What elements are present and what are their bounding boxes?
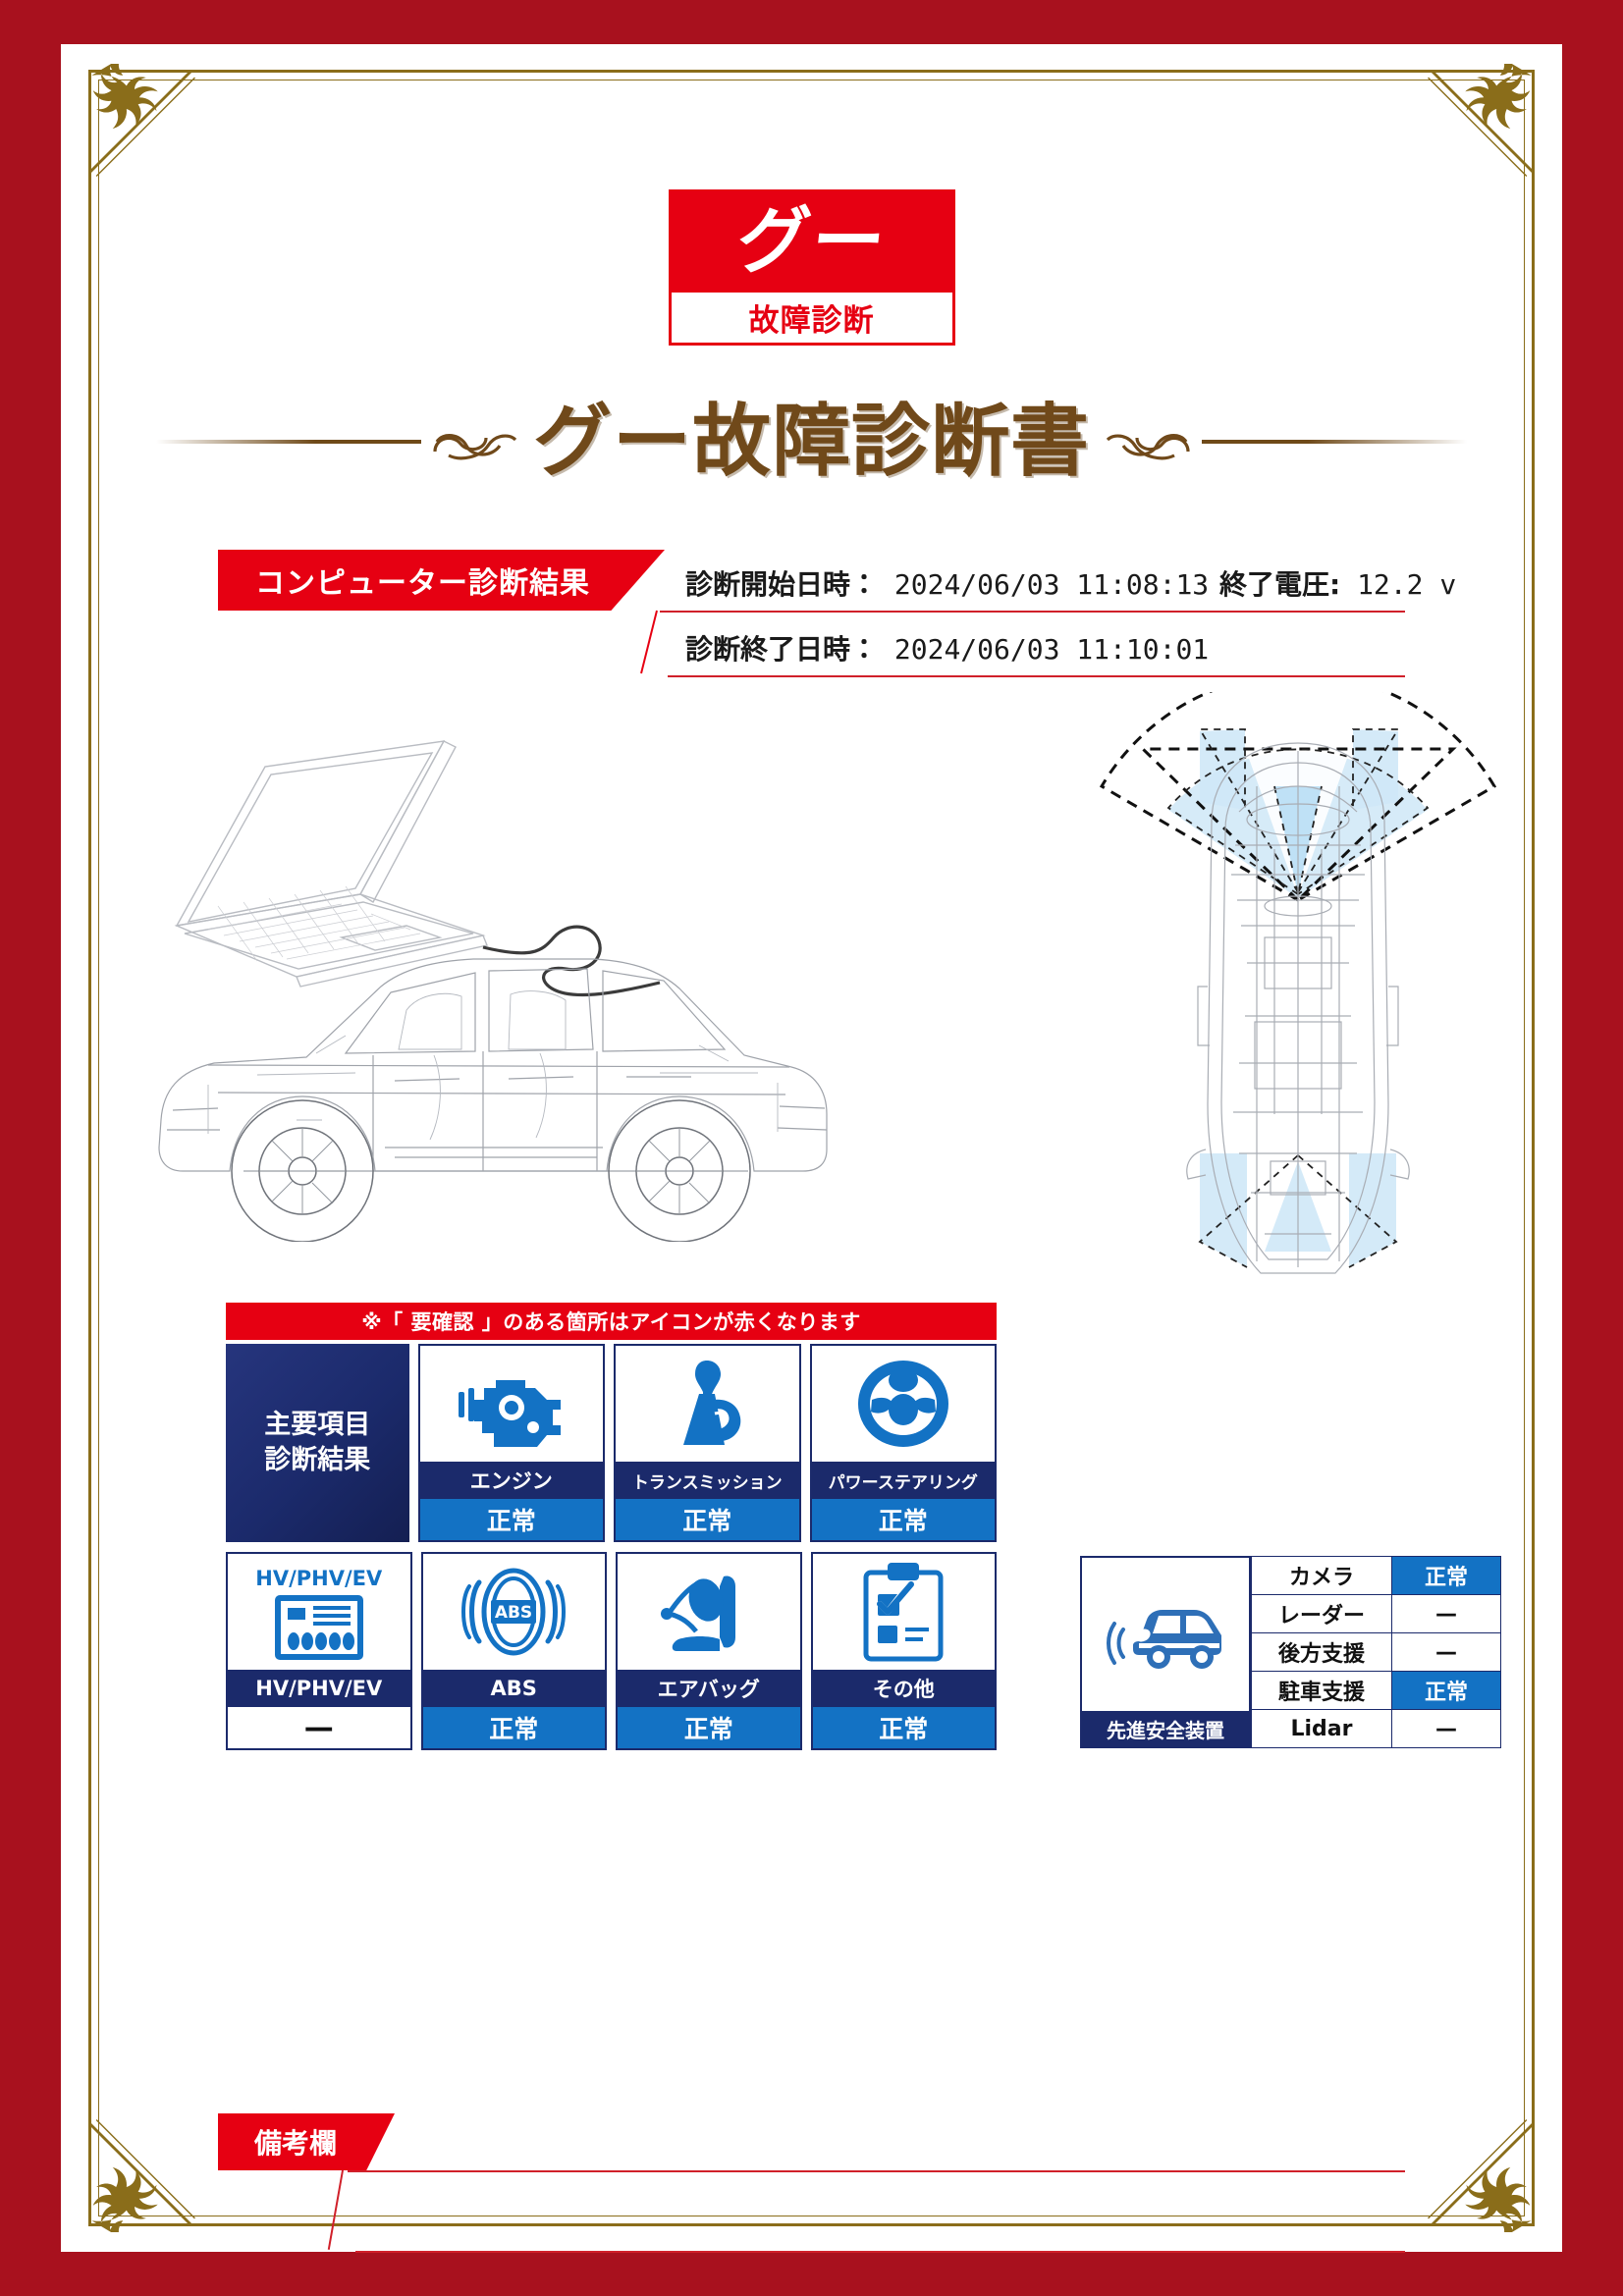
vehicle-side-wireframe bbox=[158, 958, 828, 1242]
table-row[interactable]: 後方支援 — bbox=[1251, 1632, 1501, 1672]
result-card-status: 正常 bbox=[419, 1499, 603, 1540]
ornament-corner-top-right-icon bbox=[1428, 64, 1535, 177]
remarks-tag-slash bbox=[327, 2169, 344, 2250]
flourish-right-icon bbox=[1106, 434, 1190, 460]
diagnosis-end-value: 2024/06/03 11:10:01 bbox=[893, 633, 1210, 666]
result-card-status: 正常 bbox=[616, 1499, 799, 1540]
result-card-name: エアバッグ bbox=[618, 1670, 800, 1707]
diagnosis-start-row: 診断開始日時： 2024/06/03 11:08:13 bbox=[685, 563, 1209, 603]
sensor-cone-outlines bbox=[1099, 692, 1497, 903]
table-row[interactable]: Lidar — bbox=[1251, 1709, 1501, 1748]
advanced-safety-section: 先進安全装置 カメラ 正常 レーダー — 後方支援 — bbox=[1080, 1556, 1501, 1748]
steering-icon bbox=[812, 1346, 996, 1462]
main-results-panel: 主要項目 診断結果 bbox=[226, 1344, 409, 1542]
remarks-content[interactable] bbox=[355, 2176, 1405, 2247]
diagnosis-end-label: 診断終了日時： bbox=[685, 633, 879, 666]
results-row-2: HV/PHV/EV bbox=[226, 1552, 997, 1750]
main-results-panel-line1: 主要項目 bbox=[264, 1409, 371, 1440]
result-card-name: ABS bbox=[422, 1670, 605, 1707]
vehicle-illustration-area bbox=[149, 692, 1602, 1595]
main-results-grid: ※「 要確認 」のある箇所はアイコンが赤くなります 主要項目 診断結果 bbox=[226, 1303, 997, 1750]
computer-diagnosis-label: コンピューター診断結果 bbox=[255, 566, 590, 601]
transmission-icon bbox=[616, 1346, 799, 1462]
safety-row-status: 正常 bbox=[1391, 1671, 1501, 1710]
result-card-name: パワーステアリング bbox=[811, 1462, 995, 1499]
safety-row-name: 駐車支援 bbox=[1251, 1671, 1392, 1710]
logo-mark-text: グー bbox=[731, 198, 892, 284]
ornament-corner-top-left-icon bbox=[88, 64, 195, 177]
result-card-other[interactable]: その他 正常 bbox=[810, 1552, 997, 1750]
result-card-status: 正常 bbox=[422, 1707, 605, 1748]
diagnosis-end-row: 診断終了日時： 2024/06/03 11:10:01 bbox=[685, 628, 1209, 667]
result-card-status: 正常 bbox=[812, 1707, 995, 1748]
result-card-status: 正常 bbox=[811, 1499, 995, 1540]
car-top-body bbox=[1186, 742, 1410, 1274]
remarks-section: 備考欄 bbox=[61, 2106, 1562, 2292]
safety-row-name: レーダー bbox=[1251, 1594, 1392, 1633]
table-row[interactable]: レーダー — bbox=[1251, 1594, 1501, 1633]
logo-subtitle-text: 故障診断 bbox=[748, 303, 875, 339]
logo-mark-block: グー bbox=[668, 189, 955, 293]
title-rule-right bbox=[1202, 440, 1467, 444]
result-card-name: HV/PHV/EV bbox=[228, 1670, 410, 1707]
remarks-rule-top bbox=[348, 2170, 1405, 2172]
safety-row-status: 正常 bbox=[1391, 1556, 1501, 1595]
hv-badge-text: HV/PHV/EV bbox=[255, 1567, 383, 1590]
logo-subtitle-block: 故障診断 bbox=[668, 293, 955, 346]
car-sensor-icon bbox=[1082, 1558, 1249, 1711]
end-voltage-label: 終了電圧: bbox=[1219, 568, 1341, 601]
result-card-status: — bbox=[228, 1707, 410, 1748]
result-card-name: トランスミッション bbox=[616, 1462, 799, 1499]
engine-icon bbox=[420, 1346, 604, 1462]
advanced-safety-label: 先進安全装置 bbox=[1082, 1711, 1249, 1746]
document-title-row: グー故障診断書 bbox=[61, 378, 1562, 506]
remarks-rule-bottom bbox=[355, 2251, 1405, 2253]
result-card-power-steering[interactable]: パワーステアリング 正常 bbox=[809, 1344, 997, 1542]
diagnosis-start-label: 診断開始日時： bbox=[685, 568, 879, 601]
vehicle-top-wireframe-sensors bbox=[1099, 692, 1497, 1274]
diagnostic-rule-bottom bbox=[668, 675, 1405, 677]
result-card-airbag[interactable]: エアバッグ 正常 bbox=[616, 1552, 802, 1750]
remarks-tag: 備考欄 bbox=[218, 2113, 395, 2170]
diagnostic-rule-top bbox=[660, 611, 1405, 613]
page-title: グー故障診断書 bbox=[533, 396, 1090, 487]
result-card-name: その他 bbox=[812, 1670, 995, 1707]
result-card-transmission[interactable]: トランスミッション 正常 bbox=[614, 1344, 801, 1542]
diagnostic-laptop-icon bbox=[174, 740, 661, 997]
svg-text:ABS: ABS bbox=[495, 1603, 532, 1623]
paper-sheet: グー 故障診断 グー故障診断書 bbox=[61, 44, 1562, 2253]
table-row[interactable]: カメラ 正常 bbox=[1251, 1556, 1501, 1595]
abs-icon: ABS bbox=[423, 1554, 606, 1670]
safety-row-name: 後方支援 bbox=[1251, 1632, 1392, 1672]
result-card-engine[interactable]: エンジン 正常 bbox=[417, 1344, 605, 1542]
end-voltage-row: 終了電圧: 12.2 v bbox=[1219, 563, 1456, 603]
safety-row-name: カメラ bbox=[1251, 1556, 1392, 1595]
results-note: ※「 要確認 」のある箇所はアイコンが赤くなります bbox=[226, 1303, 997, 1340]
result-card-hv-phv-ev[interactable]: HV/PHV/EV bbox=[226, 1552, 412, 1750]
safety-row-status: — bbox=[1391, 1709, 1501, 1748]
diagnosis-start-value: 2024/06/03 11:08:13 bbox=[893, 568, 1210, 601]
safety-row-name: Lidar bbox=[1251, 1709, 1392, 1748]
remarks-label: 備考欄 bbox=[253, 2127, 337, 2160]
main-results-panel-line2: 診断結果 bbox=[264, 1445, 371, 1475]
end-voltage-value: 12.2 v bbox=[1357, 568, 1457, 601]
battery-icon: HV/PHV/EV bbox=[228, 1554, 410, 1670]
results-row-1: 主要項目 診断結果 bbox=[226, 1344, 997, 1542]
safety-row-status: — bbox=[1391, 1594, 1501, 1633]
goo-logo: グー 故障診断 bbox=[668, 189, 955, 346]
result-card-status: 正常 bbox=[618, 1707, 800, 1748]
clipboard-icon bbox=[813, 1554, 996, 1670]
result-card-abs[interactable]: ABS ABS 正常 bbox=[420, 1552, 607, 1750]
result-card-name: エンジン bbox=[419, 1462, 603, 1499]
title-rule-left bbox=[156, 440, 421, 444]
airbag-icon bbox=[618, 1554, 800, 1670]
diagnostic-header-band: コンピューター診断結果 診断開始日時： 2024/06/03 11:08:13 … bbox=[61, 540, 1562, 687]
diagnostic-tag-slash bbox=[640, 610, 658, 674]
computer-diagnosis-tag: コンピューター診断結果 bbox=[218, 550, 665, 611]
advanced-safety-table: カメラ 正常 レーダー — 後方支援 — 駐車支援 正常 bbox=[1251, 1556, 1501, 1748]
safety-row-status: — bbox=[1391, 1632, 1501, 1672]
flourish-left-icon bbox=[433, 434, 517, 460]
table-row[interactable]: 駐車支援 正常 bbox=[1251, 1671, 1501, 1710]
advanced-safety-icon-cell: 先進安全装置 bbox=[1080, 1556, 1251, 1748]
